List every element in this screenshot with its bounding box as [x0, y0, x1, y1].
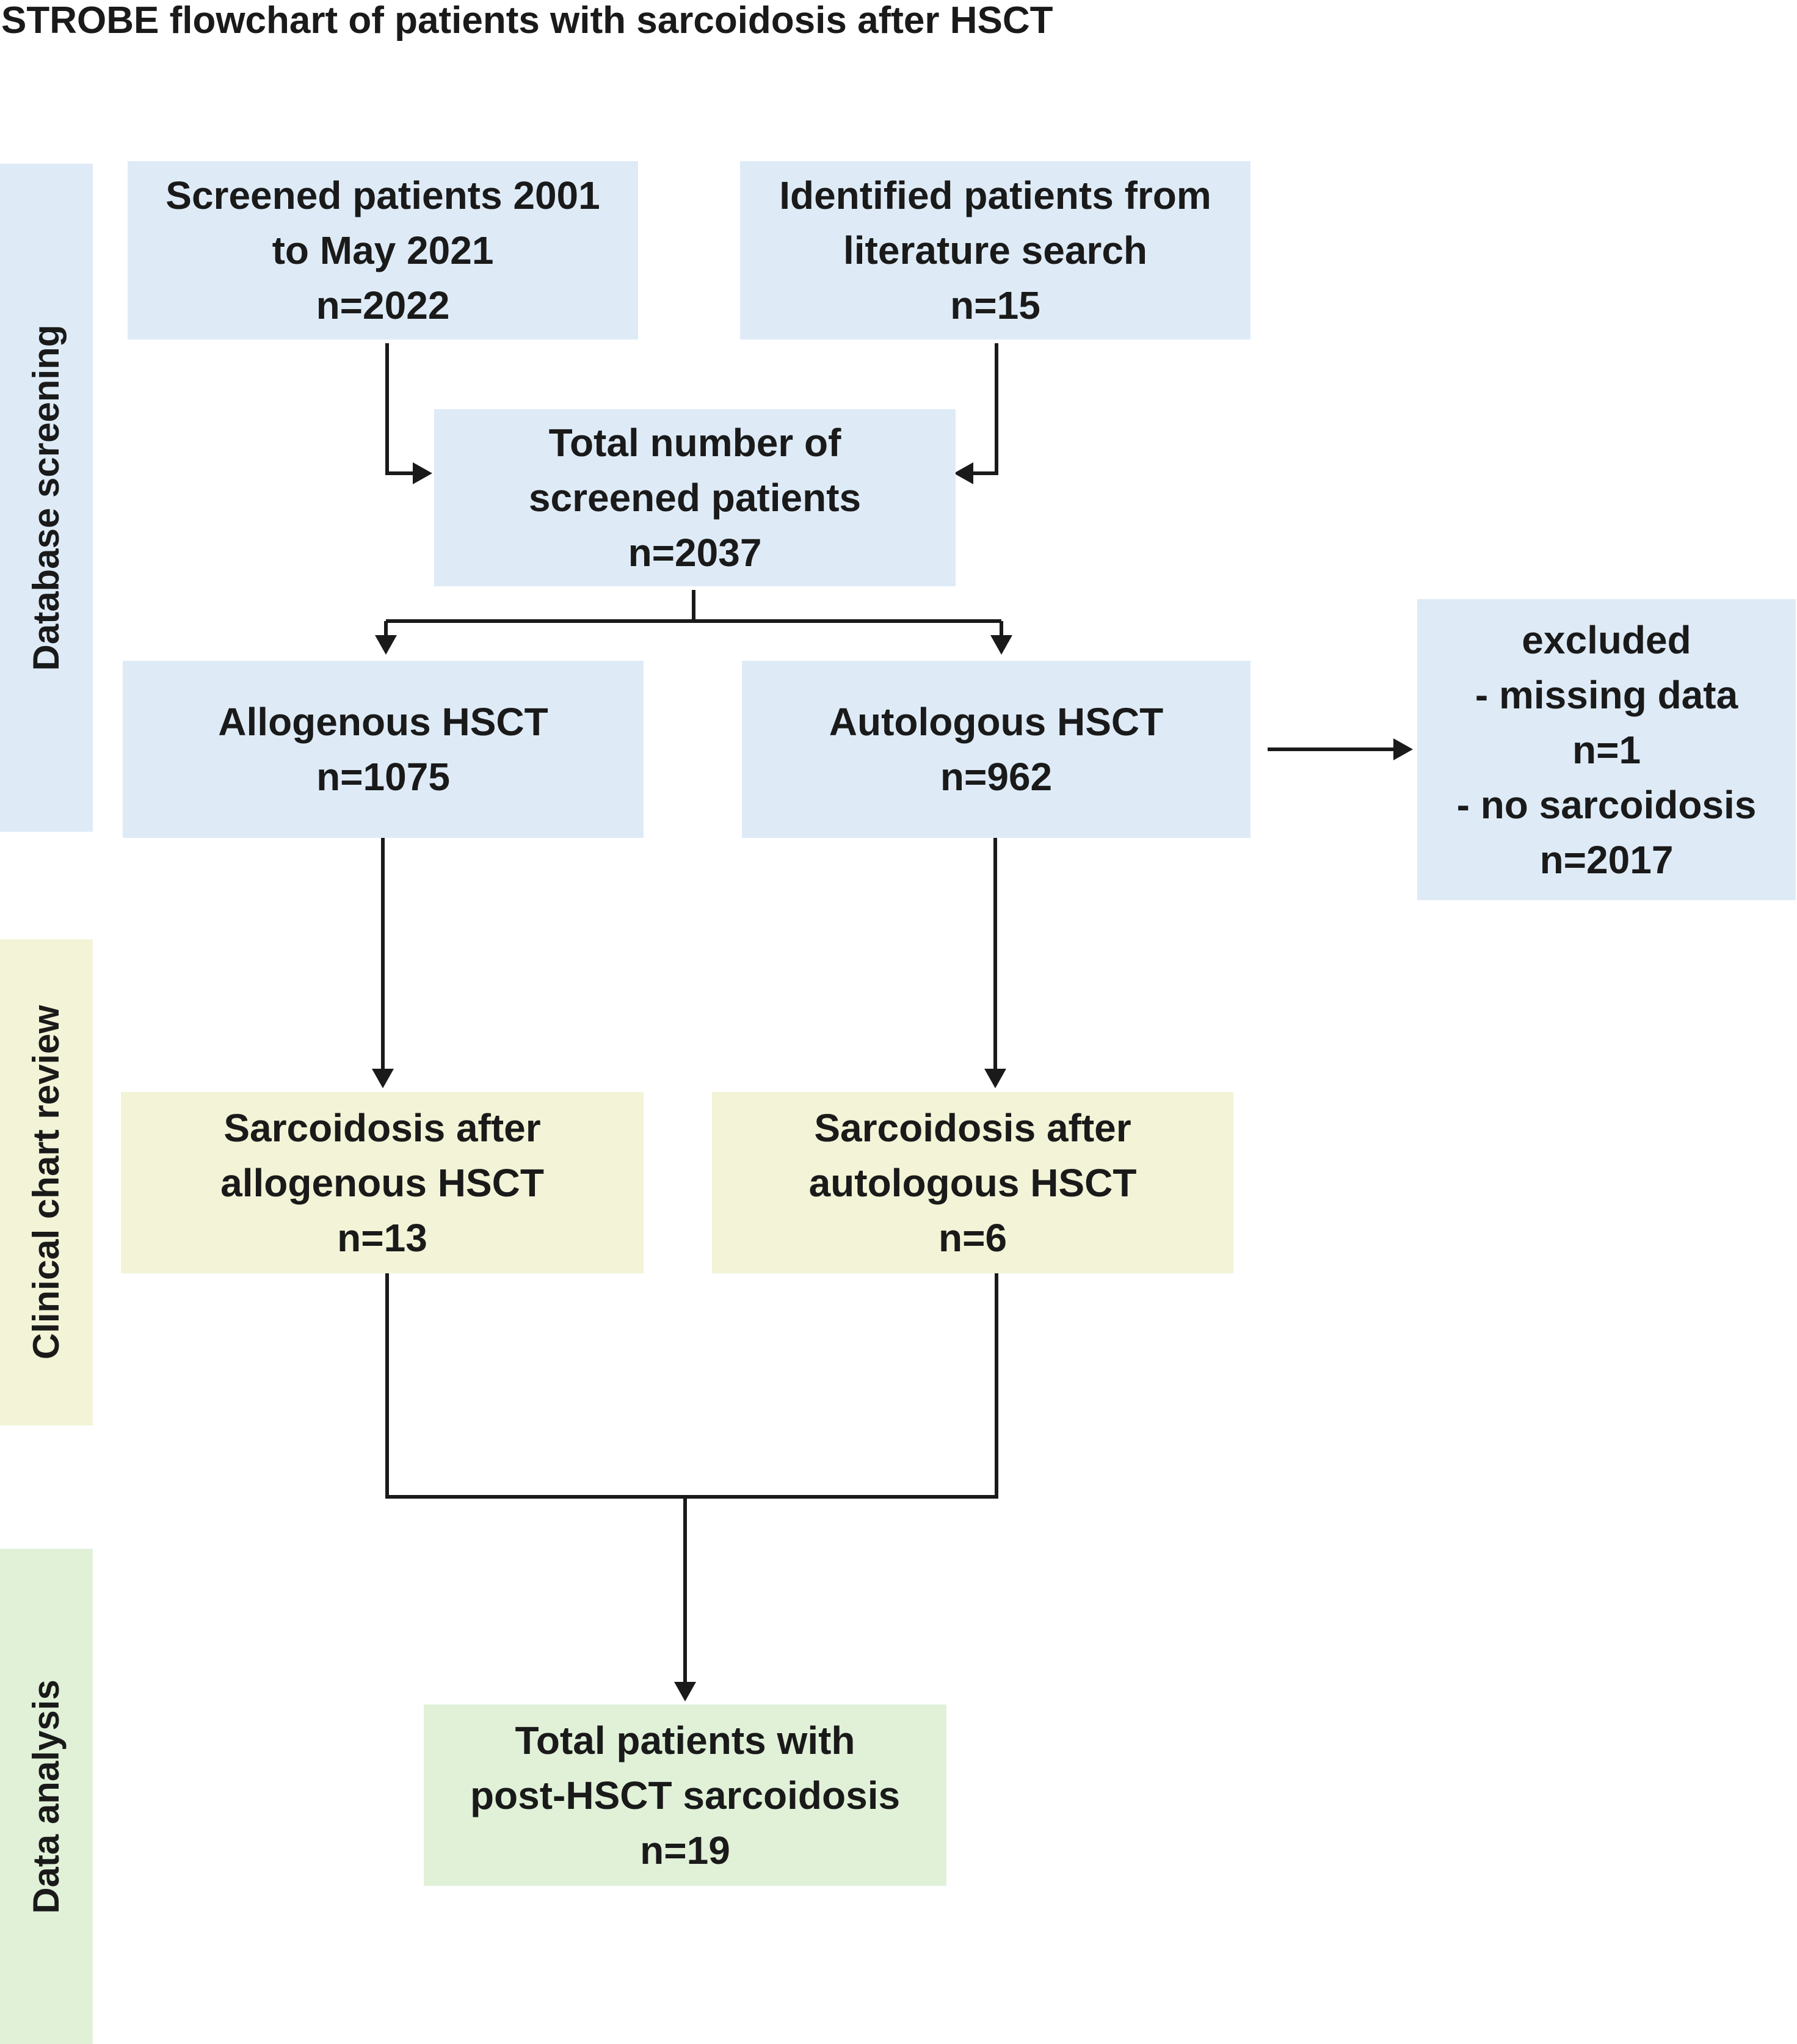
- box-total-sarcoidosis: Total patients with post-HSCT sarcoidosi…: [424, 1704, 946, 1886]
- box-autologous-hsct: Autologous HSCT n=962: [742, 661, 1251, 838]
- box-screened-count: n=2022: [316, 283, 450, 327]
- box-allogenous-hsct: Allogenous HSCT n=1075: [123, 661, 644, 838]
- box-literature-count: n=15: [950, 283, 1040, 327]
- box-sarc-allo-count: n=13: [337, 1215, 427, 1260]
- arrow-screened-to-total: [413, 462, 432, 484]
- box-sarc-allo-line-2: allogenous HSCT: [220, 1160, 544, 1205]
- box-autologous-line-1: Autologous HSCT: [829, 700, 1164, 744]
- box-excluded-count-1: n=1: [1572, 727, 1641, 772]
- arrow-to-autologous: [990, 635, 1012, 655]
- box-total-screened-line-1: Total number of: [548, 421, 841, 465]
- box-allogenous-line-1: Allogenous HSCT: [218, 700, 548, 744]
- box-sarcoidosis-autologous: Sarcoidosis after autologous HSCT n=6: [712, 1092, 1233, 1273]
- box-sarc-allo-line-1: Sarcoidosis after: [223, 1105, 541, 1150]
- arrow-allo-to-sarc: [372, 1069, 394, 1088]
- box-sarc-auto-line-1: Sarcoidosis after: [814, 1105, 1131, 1150]
- page-title: STROBE flowchart of patients with sarcoi…: [1, 0, 1053, 42]
- arrow-to-excluded: [1393, 738, 1413, 760]
- stage-data-analysis: Data analysis: [0, 1549, 93, 2044]
- stage-database-screening: Database screening: [0, 164, 93, 832]
- box-total-sarc-count: n=19: [640, 1828, 730, 1872]
- stage-clinical-chart-review: Clinical chart review: [0, 939, 93, 1425]
- box-sarc-auto-line-2: autologous HSCT: [808, 1160, 1137, 1205]
- box-literature-line-1: Identified patients from: [779, 173, 1211, 217]
- box-sarc-auto-count: n=6: [938, 1215, 1007, 1260]
- box-total-sarc-line-1: Total patients with: [515, 1718, 855, 1762]
- box-total-screened: Total number of screened patients n=2037: [434, 409, 956, 586]
- connector-merge: [385, 1272, 998, 1683]
- connector-screened-to-total: [385, 343, 415, 475]
- box-excluded-line-2: - missing data: [1475, 672, 1738, 717]
- box-allogenous-count: n=1075: [316, 755, 450, 799]
- box-autologous-count: n=962: [940, 755, 1053, 799]
- box-excluded-count-2: n=2017: [1539, 837, 1674, 882]
- arrow-auto-to-sarc: [984, 1069, 1006, 1088]
- box-total-sarc-line-2: post-HSCT sarcoidosis: [470, 1773, 901, 1817]
- box-screened-line-2: to May 2021: [272, 228, 494, 272]
- box-literature-patients: Identified patients from literature sear…: [740, 161, 1251, 340]
- box-total-screened-count: n=2037: [628, 531, 762, 575]
- arrow-literature-to-total: [954, 462, 973, 484]
- box-sarcoidosis-allogenous: Sarcoidosis after allogenous HSCT n=13: [121, 1092, 644, 1273]
- box-total-screened-line-2: screened patients: [528, 476, 862, 520]
- connector-total-split: [384, 590, 1003, 638]
- connector-literature-to-total: [971, 343, 998, 475]
- box-literature-line-2: literature search: [843, 228, 1148, 272]
- arrow-to-allogenous: [375, 635, 397, 655]
- arrow-to-total-sarc: [674, 1682, 696, 1701]
- box-excluded: excluded - missing data n=1 - no sarcoid…: [1417, 599, 1796, 900]
- box-screened-patients: Screened patients 2001 to May 2021 n=202…: [128, 161, 638, 340]
- box-excluded-line-1: excluded: [1522, 617, 1691, 662]
- box-screened-line-1: Screened patients 2001: [165, 173, 600, 217]
- box-excluded-line-4: - no sarcoidosis: [1456, 782, 1757, 827]
